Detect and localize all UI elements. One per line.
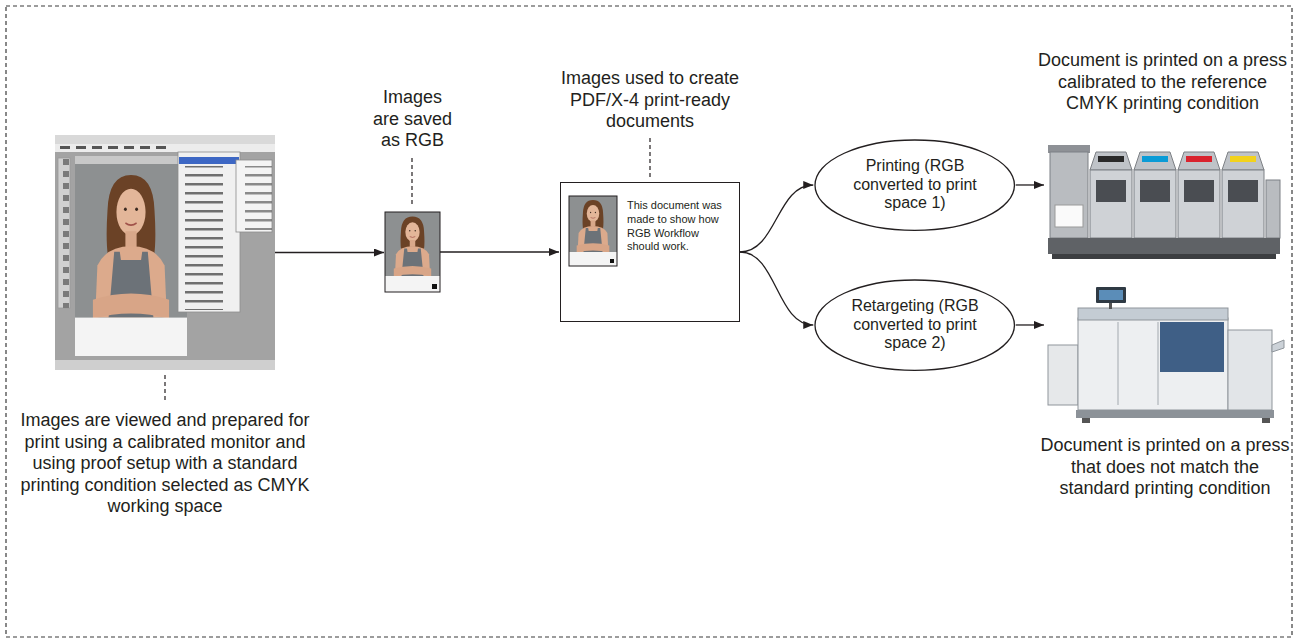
digital-press-part	[1078, 308, 1228, 320]
offset-press-part	[1048, 238, 1280, 254]
dashed-frame	[6, 6, 1292, 637]
flow-arrow	[1016, 324, 1044, 325]
rgb-image-thumbnail-part	[432, 284, 437, 289]
document-thumbnail	[569, 196, 617, 266]
flow-arrow	[740, 252, 813, 325]
image-node: Images are saved as RGB	[385, 212, 440, 292]
offset-press-part	[1134, 152, 1176, 170]
photoshop-screenshot-part	[75, 156, 195, 164]
leader-lines	[165, 138, 650, 403]
flow-arrow	[1016, 184, 1044, 185]
flow-arrow	[275, 252, 384, 253]
document-thumbnail-part	[569, 196, 617, 266]
digital-press-part	[1048, 345, 1078, 405]
photoshop-screenshot-part	[140, 146, 150, 149]
photoshop-screenshot	[55, 135, 275, 370]
leader-lines-part	[411, 158, 412, 207]
offset-press-part	[1230, 156, 1256, 162]
press-node: Document is printed on a press calibrate…	[1045, 125, 1280, 260]
digital-press-part	[1272, 340, 1284, 352]
document-box: Images used to create PDF/X-4 print-read…	[560, 182, 740, 322]
document-text: This document was made to show how RGB W…	[627, 199, 731, 254]
photoshop-screenshot-part	[55, 135, 275, 144]
offset-press-part	[1134, 170, 1176, 238]
offset-press-part	[1186, 156, 1212, 162]
photoshop-screenshot-part	[178, 166, 240, 310]
flow-arrow	[740, 185, 813, 252]
digital-press	[1048, 287, 1284, 423]
photoshop-screenshot-part	[178, 152, 240, 312]
photoshop-screenshot-part	[58, 158, 70, 308]
caption-text: Document is printed on a press that does…	[1040, 435, 1290, 500]
leader-lines-part	[164, 375, 165, 403]
digital-press-part	[1082, 418, 1090, 423]
rgb-image-thumbnail	[385, 212, 440, 292]
rgb-image-thumbnail-part	[385, 212, 440, 292]
digital-press-part	[1109, 302, 1112, 309]
photoshop-screenshot-part	[124, 146, 134, 149]
offset-press-part	[1090, 170, 1132, 238]
ellipse-shape	[815, 140, 1014, 230]
digital-press-part	[1228, 330, 1272, 410]
press-node: Document is printed on a press that does…	[1045, 285, 1285, 425]
process-label: Printing (RGB converted to print space 1…	[849, 157, 981, 212]
photoshop-screenshot-part	[55, 360, 275, 370]
leader-lines-part	[649, 138, 650, 177]
offset-press-part	[1178, 152, 1220, 170]
offset-press-part	[1050, 152, 1088, 238]
digital-press-part	[1158, 322, 1159, 405]
digital-press-part	[1096, 287, 1126, 303]
offset-press-part	[1228, 180, 1258, 202]
digital-press-part	[1076, 410, 1274, 418]
offset-press-part	[1096, 180, 1126, 202]
offset-press	[1048, 145, 1280, 259]
photoshop-screenshot-part	[55, 144, 275, 152]
photoshop-screenshot-part	[236, 160, 272, 232]
digital-press-part	[1078, 318, 1228, 410]
offset-press-part	[1055, 205, 1083, 227]
offset-press-part	[1178, 170, 1220, 238]
process-ellipse: Printing (RGB converted to print space 1…	[814, 139, 1015, 231]
offset-press-part	[1052, 254, 1276, 259]
offset-press-part	[1222, 170, 1264, 238]
photoshop-screenshot-part	[92, 146, 102, 149]
caption-text: Document is printed on a press calibrate…	[1038, 50, 1288, 115]
photoshop-screenshot-part	[156, 146, 166, 149]
photoshop-screenshot-part	[55, 135, 275, 370]
rgb-image-thumbnail-part	[385, 212, 440, 292]
photoshop-screenshot-part	[60, 146, 70, 149]
photoshop-screenshot-part	[236, 166, 272, 230]
digital-press-part	[1118, 322, 1119, 405]
digital-press-part	[1099, 290, 1123, 300]
photoshop-screenshot-part	[179, 157, 239, 164]
document-thumbnail-part	[610, 259, 614, 263]
offset-press-part	[1098, 156, 1124, 162]
digital-press-part	[1160, 322, 1224, 372]
offset-press-part	[1184, 180, 1214, 202]
flow-arrow	[440, 251, 559, 252]
photoshop-screenshot-part	[75, 164, 187, 356]
digital-press-part	[1262, 418, 1270, 423]
offset-press-part	[1266, 180, 1280, 238]
process-label: Retargeting (RGB converted to print spac…	[849, 297, 981, 352]
photoshop-screenshot-part	[108, 146, 118, 149]
offset-press-part	[1090, 152, 1132, 170]
document-thumbnail-part	[569, 196, 617, 266]
screenshot-node: Images are viewed and prepared for print…	[55, 135, 275, 370]
photoshop-screenshot-part	[58, 158, 70, 308]
offset-press-part	[1142, 156, 1168, 162]
caption-text: Images used to create PDF/X-4 print-read…	[554, 68, 746, 133]
caption-text: Images are saved as RGB	[370, 87, 456, 152]
offset-press-part	[1140, 180, 1170, 202]
offset-press-part	[1222, 152, 1264, 170]
photoshop-screenshot-part	[76, 146, 86, 149]
ellipse-shape	[815, 280, 1014, 370]
process-ellipse: Retargeting (RGB converted to print spac…	[814, 279, 1015, 371]
caption-text: Images are viewed and prepared for print…	[19, 410, 311, 518]
